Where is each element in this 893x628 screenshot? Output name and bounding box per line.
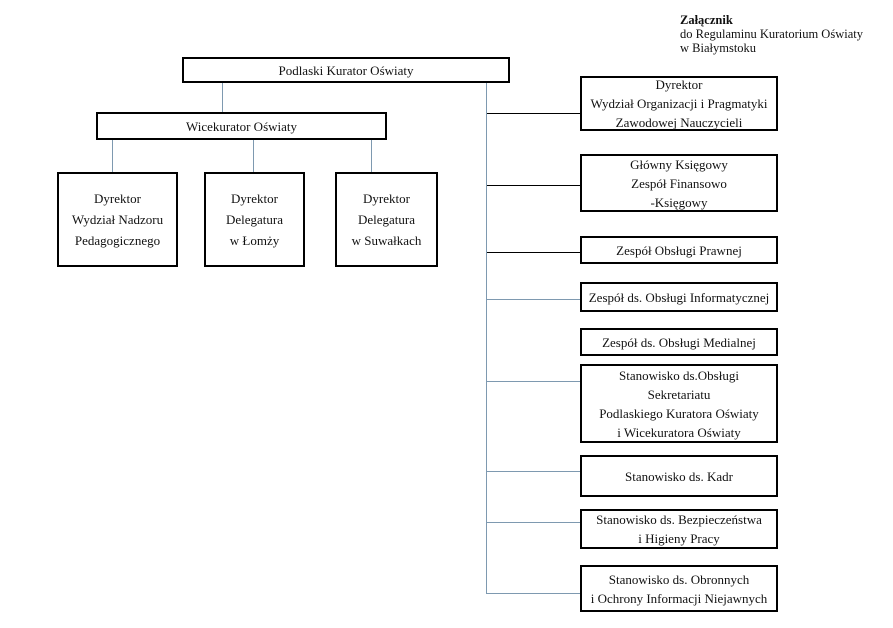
connector-branch-wydzial-organizacji: [487, 113, 580, 114]
org-box-bezpieczenstwa: Stanowisko ds. Bezpieczeństwa i Higieny …: [580, 509, 778, 549]
org-box-kadr: Stanowisko ds. Kadr: [580, 455, 778, 497]
org-box-delegatura-suwalki: Dyrektor Delegatura w Suwałkach: [335, 172, 438, 267]
org-box-podlaski-kurator: Podlaski Kurator Oświaty: [182, 57, 510, 83]
attachment-note-line3: w Białymstoku: [680, 41, 757, 55]
org-box-obslugi-sekretariatu: Stanowisko ds.Obsługi Sekretariatu Podla…: [580, 364, 778, 443]
org-box-obslugi-prawnej: Zespół Obsługi Prawnej: [580, 236, 778, 264]
attachment-note-title: Załącznik: [680, 13, 733, 27]
org-box-glowny-ksiegowy: Główny Księgowy Zespół Finansowo -Księgo…: [580, 154, 778, 212]
connector-main-trunk: [486, 83, 487, 594]
connector-branch-obronnych: [487, 593, 580, 594]
org-box-wydzial-nadzoru: Dyrektor Wydział Nadzoru Pedagogicznego: [57, 172, 178, 267]
connector-branch-glowny-ksiegowy: [487, 185, 580, 186]
attachment-note: Załącznik do Regulaminu Kuratorium Oświa…: [680, 13, 863, 55]
org-box-obslugi-informatycznej: Zespół ds. Obsługi Informatycznej: [580, 282, 778, 312]
org-box-wydzial-organizacji: Dyrektor Wydział Organizacji i Pragmatyk…: [580, 76, 778, 131]
attachment-note-line2: do Regulaminu Kuratorium Oświaty: [680, 27, 863, 41]
org-box-delegatura-lomza: Dyrektor Delegatura w Łomży: [204, 172, 305, 267]
connector-wicekurator-to-nadzor: [112, 140, 113, 172]
connector-root-to-wicekurator: [222, 83, 223, 112]
org-box-obronnych: Stanowisko ds. Obronnych i Ochrony Infor…: [580, 565, 778, 612]
org-box-wicekurator: Wicekurator Oświaty: [96, 112, 387, 140]
connector-branch-obslugi-prawnej: [487, 252, 580, 253]
connector-wicekurator-to-lomza: [253, 140, 254, 172]
org-box-obslugi-medialnej: Zespół ds. Obsługi Medialnej: [580, 328, 778, 356]
connector-branch-sekretariatu: [487, 381, 580, 382]
connector-branch-obslugi-informatycznej: [487, 299, 580, 300]
connector-wicekurator-to-suwalki: [371, 140, 372, 172]
connector-branch-bezpieczenstwa: [487, 522, 580, 523]
connector-branch-kadr: [487, 471, 580, 472]
